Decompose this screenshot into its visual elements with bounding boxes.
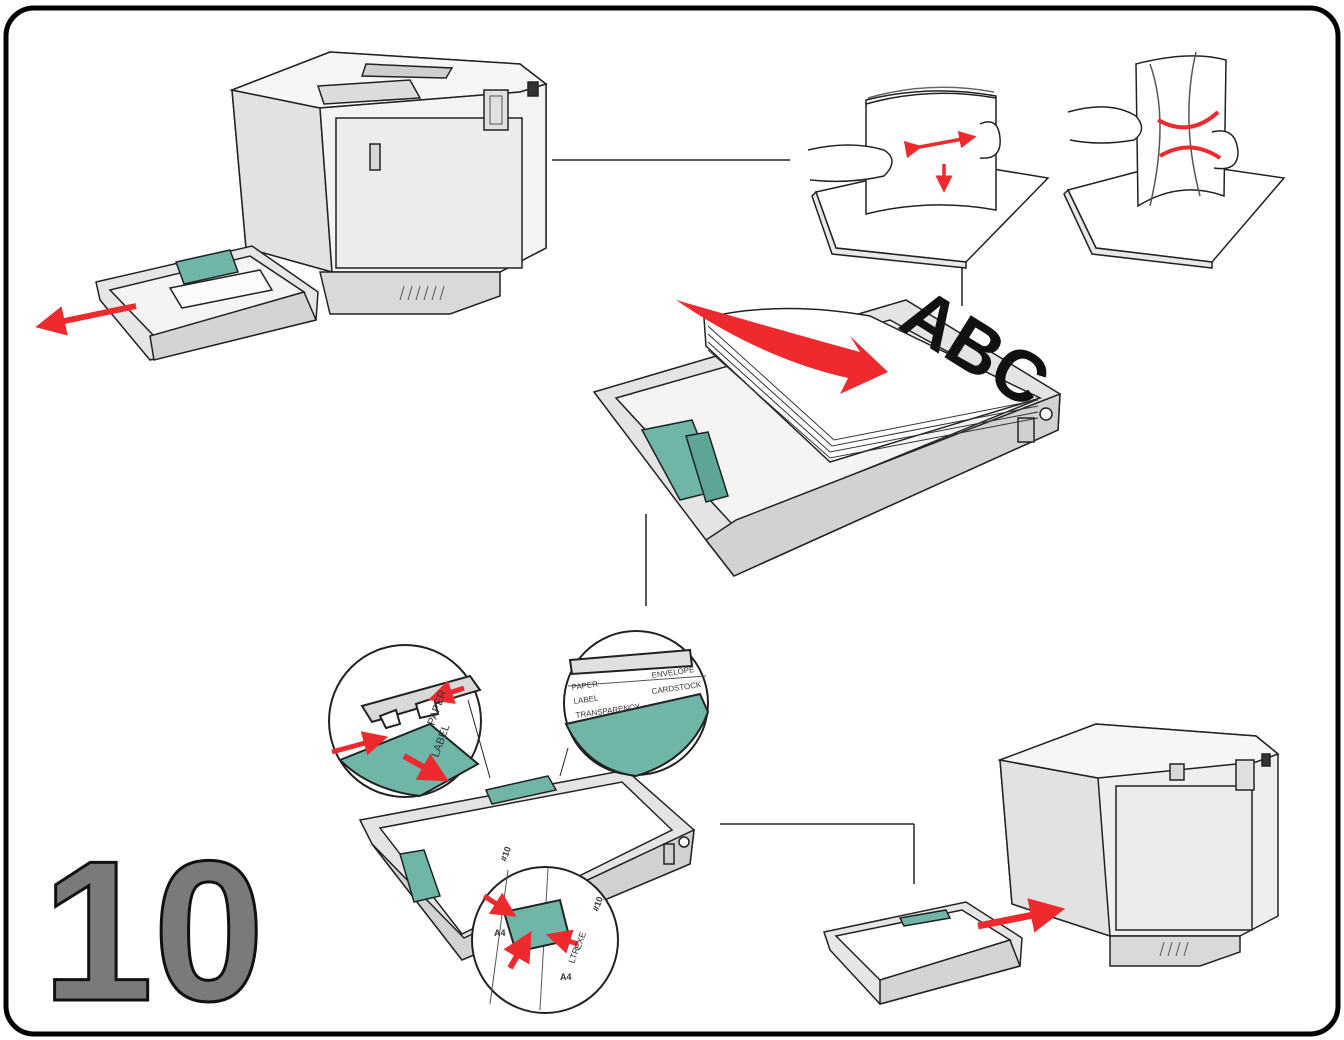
magnifier-circle-icon [563, 630, 710, 778]
magnifier-circle-icon [328, 644, 482, 798]
zoom-left-pointer [467, 699, 491, 779]
zoom-bottom-label-b: A4 [494, 928, 506, 938]
flex-paper-illustration [807, 86, 1050, 269]
paper-tray-icon [823, 901, 1023, 1005]
printer-icon [997, 723, 1280, 967]
step-number: 10 [42, 820, 264, 1040]
zoom-right-pointer [559, 747, 569, 777]
magnifier-circle-icon [471, 866, 619, 1014]
pull-tray-arrow-icon [35, 303, 137, 336]
load-paper-arrow-icon [676, 300, 888, 394]
zoom-bottom-label-c: #10 [590, 895, 605, 913]
fan-paper-illustration [1063, 51, 1286, 269]
zoom-right-row1-left: PAPER [571, 679, 599, 692]
zoom-bottom-label-f: A4 [560, 972, 572, 982]
printer-icon [229, 51, 548, 315]
zoom-right-row2-left: LABEL [573, 694, 599, 706]
insert-tray-arrow-icon [977, 898, 1066, 933]
paper-tray-icon [95, 245, 319, 361]
zoom-bottom-label-a: #10 [498, 845, 513, 863]
guide-adjust-tray-illustration [358, 769, 695, 961]
